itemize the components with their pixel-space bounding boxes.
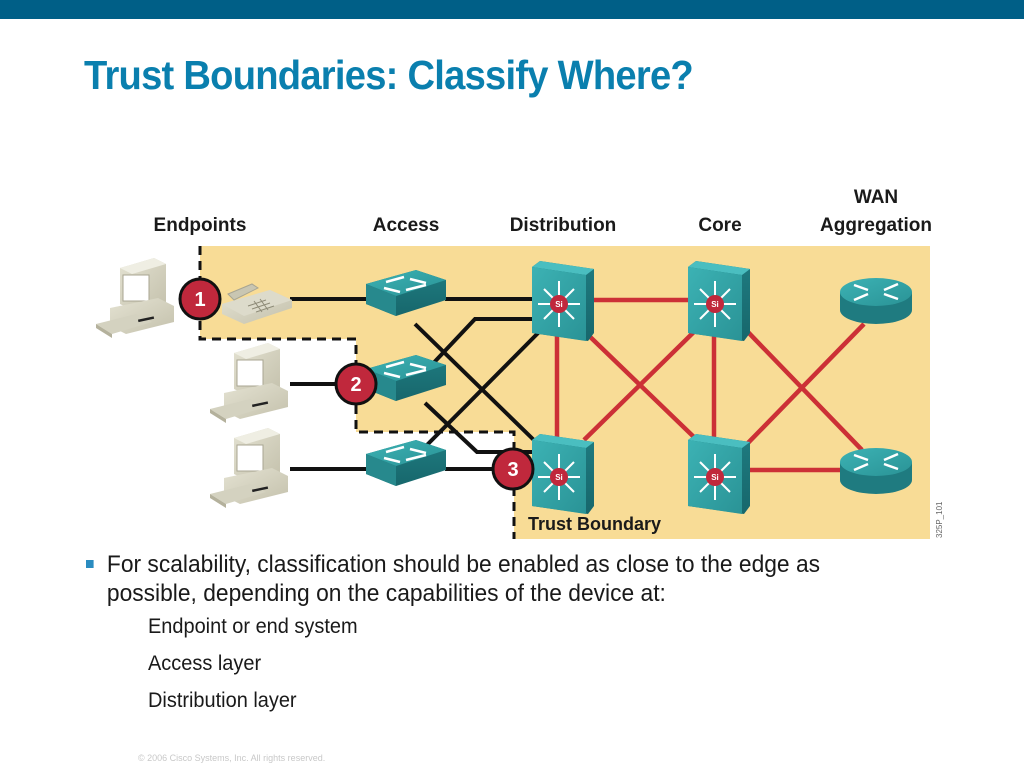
si-label: Si: [711, 300, 719, 309]
pc-1: [96, 258, 174, 338]
link-access2-dist1: [423, 317, 535, 374]
figure-id: 325P_101: [935, 501, 944, 538]
link-access1-dist2: [413, 322, 542, 448]
core-links: [554, 297, 866, 473]
bullet-square-icon: [86, 560, 94, 568]
link-core2-wan1: [744, 322, 866, 447]
layer-label-access: Access: [373, 215, 440, 236]
badge-2: 2: [334, 362, 378, 406]
core-switch-2: Si: [688, 434, 750, 514]
layer-label-core: Core: [698, 215, 741, 236]
sub-bullet-distribution: Distribution layer: [148, 689, 297, 712]
link-dist2-core1: [582, 322, 704, 442]
badge-1: 1: [178, 277, 222, 321]
si-label: Si: [555, 300, 563, 309]
distribution-switch-2: Si: [532, 434, 594, 514]
badge-3: 3: [491, 447, 535, 491]
sub-bullet-access: Access layer: [148, 652, 262, 675]
access-switch-3: [366, 440, 446, 486]
link-access3-dist1: [420, 324, 547, 452]
trust-boundary-diagram: Endpoints Access Distribution Core WAN A…: [96, 187, 944, 539]
layer-label-distribution: Distribution: [510, 215, 617, 236]
svg-text:3: 3: [507, 459, 518, 481]
link-core1-wan2: [744, 328, 864, 452]
core-switch-1: Si: [688, 261, 750, 341]
trust-boundary-label: Trust Boundary: [528, 514, 661, 534]
layer-label-wan-aggregation: Aggregation: [820, 215, 932, 236]
bullet-list: For scalability, classification should b…: [86, 550, 946, 719]
si-label: Si: [711, 473, 719, 482]
pc-2: [210, 343, 288, 423]
layer-label-wan: WAN: [854, 187, 898, 208]
ip-phone: [222, 283, 292, 324]
bullet-main: For scalability, classification should b…: [86, 550, 903, 608]
bullet-main-text: For scalability, classification should b…: [106, 551, 821, 607]
copyright-footer: © 2006 Cisco Systems, Inc. All rights re…: [138, 753, 326, 763]
svg-text:1: 1: [194, 289, 205, 311]
wan-router-1: [840, 278, 912, 324]
distribution-switch-1: Si: [532, 261, 594, 341]
wan-router-2: [840, 448, 912, 494]
pc-3: [210, 428, 288, 508]
slide-title: Trust Boundaries: Classify Where?: [84, 52, 694, 98]
header-bar: [0, 0, 1024, 19]
sub-bullet-endpoint: Endpoint or end system: [148, 615, 358, 638]
access-switch-1: [366, 270, 446, 316]
si-label: Si: [555, 473, 563, 482]
svg-text:2: 2: [350, 374, 361, 396]
layer-label-endpoints: Endpoints: [154, 215, 247, 236]
